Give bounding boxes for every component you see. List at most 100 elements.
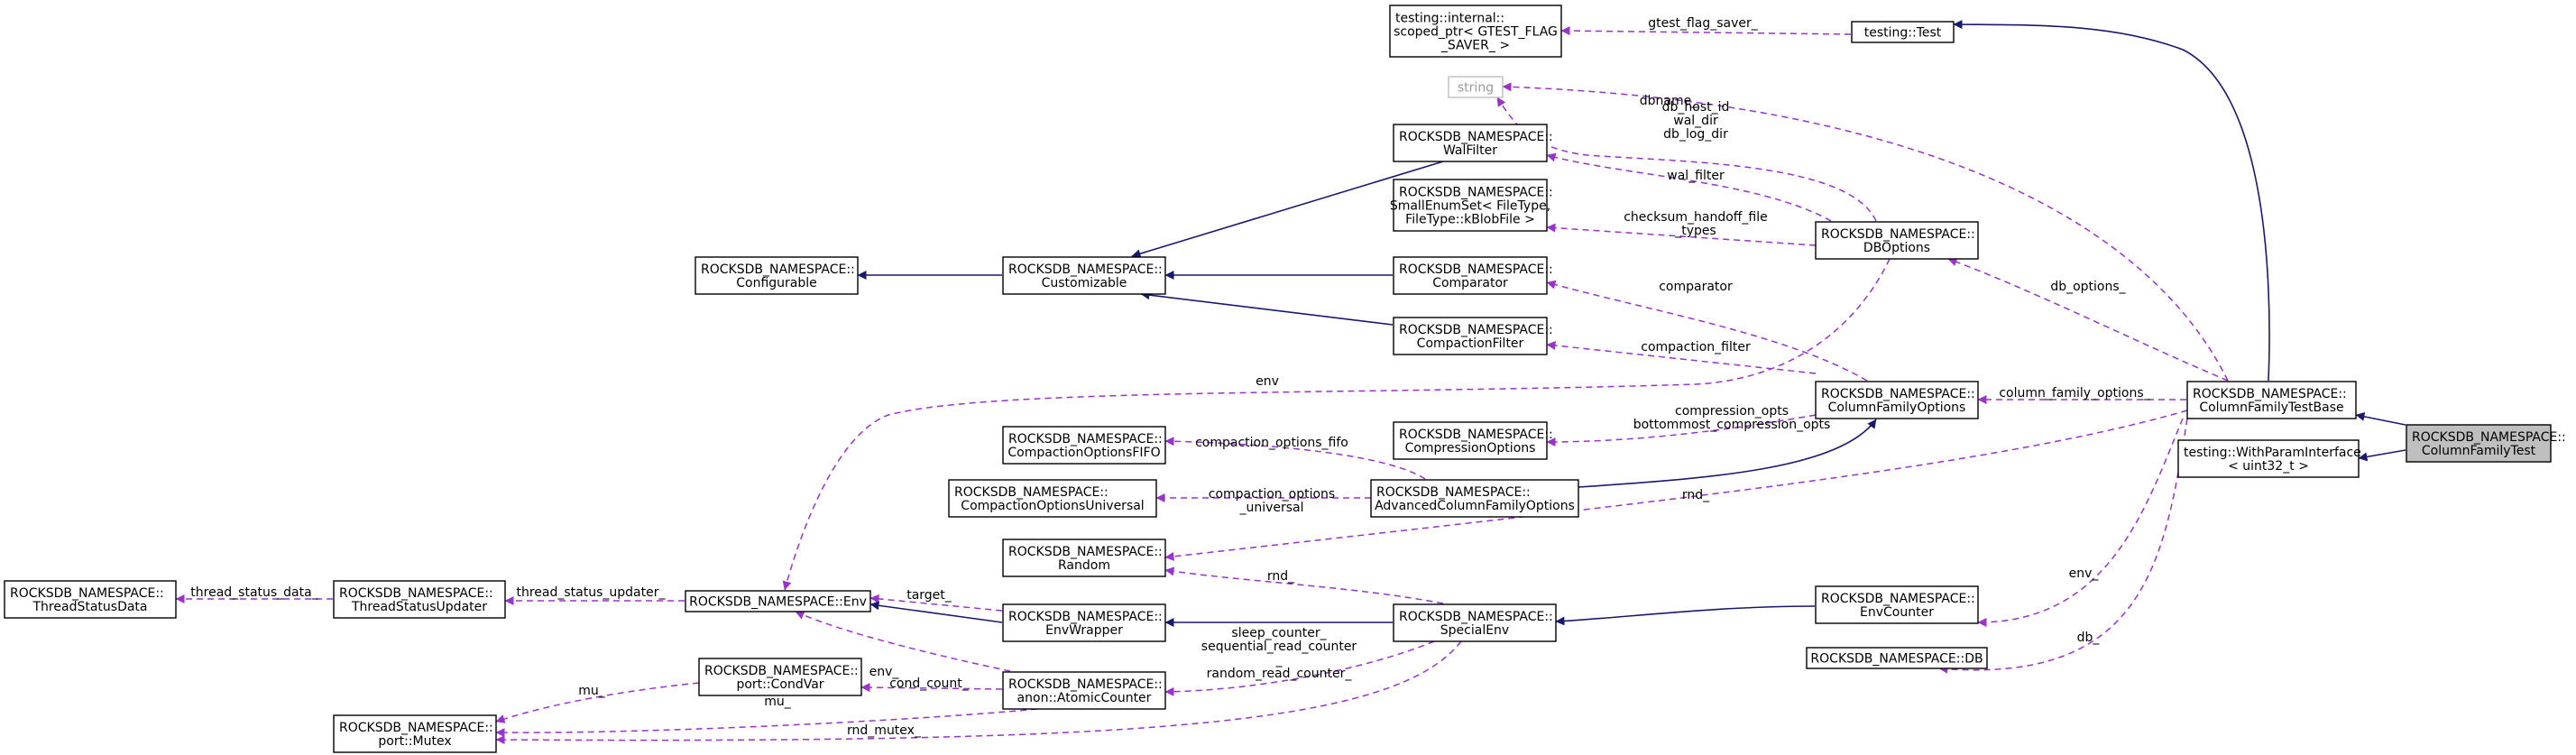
class-node-thread_status_updater[interactable]: ROCKSDB_NAMESPACE::ThreadStatusUpdater xyxy=(333,580,506,619)
usage-edge-db_options-to-env xyxy=(782,258,1891,591)
class-name-line: CompactionFilter xyxy=(1417,336,1524,351)
class-box[interactable] xyxy=(1370,479,1579,518)
class-box[interactable] xyxy=(1393,603,1557,642)
class-node-string[interactable]: string xyxy=(1448,76,1504,98)
class-node-compaction_options_fifo[interactable]: ROCKSDB_NAMESPACE::CompactionOptionsFIFO xyxy=(1002,426,1166,465)
class-node-with_param_interface[interactable]: testing::WithParamInterface< uint32_t > xyxy=(2177,439,2361,478)
class-box[interactable] xyxy=(333,714,497,753)
class-node-compaction_options_universal[interactable]: ROCKSDB_NAMESPACE::CompactionOptionsUniv… xyxy=(948,479,1157,518)
class-name-line: ROCKSDB_NAMESPACE:: xyxy=(339,586,493,601)
class-box[interactable] xyxy=(1815,381,1979,419)
member-name: env xyxy=(1256,374,1279,389)
class-box[interactable] xyxy=(1393,124,1548,162)
class-name-line: CompressionOptions xyxy=(1405,441,1536,456)
class-box[interactable] xyxy=(1393,179,1548,232)
class-box[interactable] xyxy=(1815,221,1979,260)
class-node-thread_status_data[interactable]: ROCKSDB_NAMESPACE::ThreadStatusData xyxy=(4,580,177,619)
class-box[interactable] xyxy=(2406,424,2552,463)
class-node-db[interactable]: ROCKSDB_NAMESPACE::DB xyxy=(1806,647,1988,669)
class-node-column_family_test_base[interactable]: ROCKSDB_NAMESPACE::ColumnFamilyTestBase xyxy=(2186,381,2357,419)
class-box[interactable] xyxy=(1815,585,1979,624)
member-name: column_family_options_ xyxy=(1999,386,2150,401)
member-name: cond_count_ xyxy=(889,677,970,691)
class-name-line: ROCKSDB_NAMESPACE:: xyxy=(1399,610,1553,624)
class-node-atomic_counter[interactable]: ROCKSDB_NAMESPACE::anon::AtomicCounter xyxy=(1002,671,1166,710)
usage-edge-env_wrapper-to-env xyxy=(869,594,1003,612)
class-node-env_counter[interactable]: ROCKSDB_NAMESPACE::EnvCounter xyxy=(1815,585,1979,624)
class-node-configurable[interactable]: ROCKSDB_NAMESPACE::Configurable xyxy=(695,256,859,295)
class-node-wal_filter[interactable]: ROCKSDB_NAMESPACE::WalFilter xyxy=(1393,124,1553,162)
edge-label-db_lbl: db_ xyxy=(2077,631,2101,645)
class-box[interactable] xyxy=(695,256,859,295)
member-name: compaction_filter xyxy=(1641,340,1751,354)
edge-label-mu_left: mu_ xyxy=(578,684,606,698)
class-box[interactable] xyxy=(1851,21,1955,43)
class-node-special_env[interactable]: ROCKSDB_NAMESPACE::SpecialEnv xyxy=(1393,603,1557,642)
edge-label-env_lbl_top: env xyxy=(1256,374,1279,389)
class-node-compaction_filter[interactable]: ROCKSDB_NAMESPACE::CompactionFilter xyxy=(1393,317,1553,355)
class-name-line: ThreadStatusUpdater xyxy=(351,600,487,614)
usage-edge-column_family_test_base-to-db xyxy=(1938,418,2188,674)
class-box[interactable] xyxy=(1448,76,1504,98)
edges-layer xyxy=(175,20,2406,745)
class-box[interactable] xyxy=(1393,256,1548,295)
edge-label-compaction_options_universal_lbl: compaction_options_universal xyxy=(1209,487,1335,515)
class-node-scoped_ptr[interactable]: testing::internal::scoped_ptr< GTEST_FLA… xyxy=(1389,5,1562,58)
member-name: rnd_mutex_ xyxy=(847,723,922,738)
class-node-column_family_options[interactable]: ROCKSDB_NAMESPACE::ColumnFamilyOptions xyxy=(1815,381,1979,419)
edge-label-env_lbl_atomic: env_ xyxy=(869,665,900,679)
class-box[interactable] xyxy=(1389,5,1562,58)
usage-edge-column_family_test_base-to-string xyxy=(1502,82,2229,382)
class-node-cond_var[interactable]: ROCKSDB_NAMESPACE::port::CondVar xyxy=(698,658,862,696)
class-node-testing_test[interactable]: testing::Test xyxy=(1851,21,1955,43)
class-node-advanced_cf_options[interactable]: ROCKSDB_NAMESPACE::AdvancedColumnFamilyO… xyxy=(1370,479,1579,518)
member-name: gtest_flag_saver_ xyxy=(1648,16,1759,31)
class-node-small_enum_set[interactable]: ROCKSDB_NAMESPACE::SmallEnumSet< FileTyp… xyxy=(1390,179,1553,232)
class-box[interactable] xyxy=(1002,426,1166,465)
edge-label-column_family_options_lbl: column_family_options_ xyxy=(1999,386,2150,401)
edge-label-dbname: dbname_ xyxy=(1640,94,1698,108)
edge-label-gtest_flag_saver: gtest_flag_saver_ xyxy=(1648,16,1759,31)
member-name: compaction_options_fifo xyxy=(1195,436,1348,450)
class-box[interactable] xyxy=(1002,256,1166,295)
member-name: sleep_counter_ xyxy=(1231,626,1327,640)
class-box[interactable] xyxy=(1002,539,1166,577)
class-box[interactable] xyxy=(698,658,862,696)
class-box[interactable] xyxy=(1393,421,1548,460)
usage-edge-atomic_counter-to-mutex xyxy=(495,708,1038,738)
class-name-line: ROCKSDB_NAMESPACE:: xyxy=(1008,610,1163,624)
inheritance-edge-env_counter-to-special_env xyxy=(1555,605,1816,626)
class-box[interactable] xyxy=(333,580,506,619)
usage-edge-advanced_cf_options-to-compaction_options_fifo xyxy=(1164,437,1426,480)
class-box[interactable] xyxy=(1806,647,1988,669)
usage-edge-db_options-to-small_enum_set xyxy=(1546,223,1817,246)
class-name-line: testing::WithParamInterface xyxy=(2184,446,2361,460)
class-name-line: ROCKSDB_NAMESPACE:: xyxy=(1399,262,1553,277)
class-node-comparator[interactable]: ROCKSDB_NAMESPACE::Comparator xyxy=(1393,256,1553,295)
class-box[interactable] xyxy=(1002,671,1166,710)
class-node-random[interactable]: ROCKSDB_NAMESPACE::Random xyxy=(1002,539,1166,577)
member-name: comparator xyxy=(1659,280,1733,294)
class-node-env[interactable]: ROCKSDB_NAMESPACE::Env xyxy=(685,590,871,612)
usage-edge-special_env-to-mutex xyxy=(495,640,1462,745)
class-name-line: Configurable xyxy=(736,276,817,290)
class-box[interactable] xyxy=(1002,603,1166,642)
class-box[interactable] xyxy=(2177,439,2360,478)
class-node-column_family_test[interactable]: ROCKSDB_NAMESPACE::ColumnFamilyTest xyxy=(2406,424,2566,463)
class-node-mutex[interactable]: ROCKSDB_NAMESPACE::port::Mutex xyxy=(333,714,497,753)
class-node-db_options[interactable]: ROCKSDB_NAMESPACE::DBOptions xyxy=(1815,221,1979,260)
edge-label-db_options_lbl: db_options_ xyxy=(2050,280,2126,294)
class-box[interactable] xyxy=(948,479,1157,518)
class-box[interactable] xyxy=(4,580,177,619)
member-name: wal_filter xyxy=(1667,169,1725,183)
class-box[interactable] xyxy=(685,590,871,612)
class-node-customizable[interactable]: ROCKSDB_NAMESPACE::Customizable xyxy=(1002,256,1166,295)
class-name-line: CompactionOptionsUniversal xyxy=(961,499,1144,513)
class-box[interactable] xyxy=(1393,317,1548,355)
class-node-compression_options[interactable]: ROCKSDB_NAMESPACE::CompressionOptions xyxy=(1393,421,1553,460)
class-node-env_wrapper[interactable]: ROCKSDB_NAMESPACE::EnvWrapper xyxy=(1002,603,1166,642)
usage-edge-column_family_options-to-compression_options xyxy=(1546,414,1817,447)
class-box[interactable] xyxy=(2186,381,2357,419)
edge-label-thread_status_data_lbl: thread_status_data_ xyxy=(190,585,318,600)
class-name-line: CompactionOptionsFIFO xyxy=(1007,446,1160,460)
